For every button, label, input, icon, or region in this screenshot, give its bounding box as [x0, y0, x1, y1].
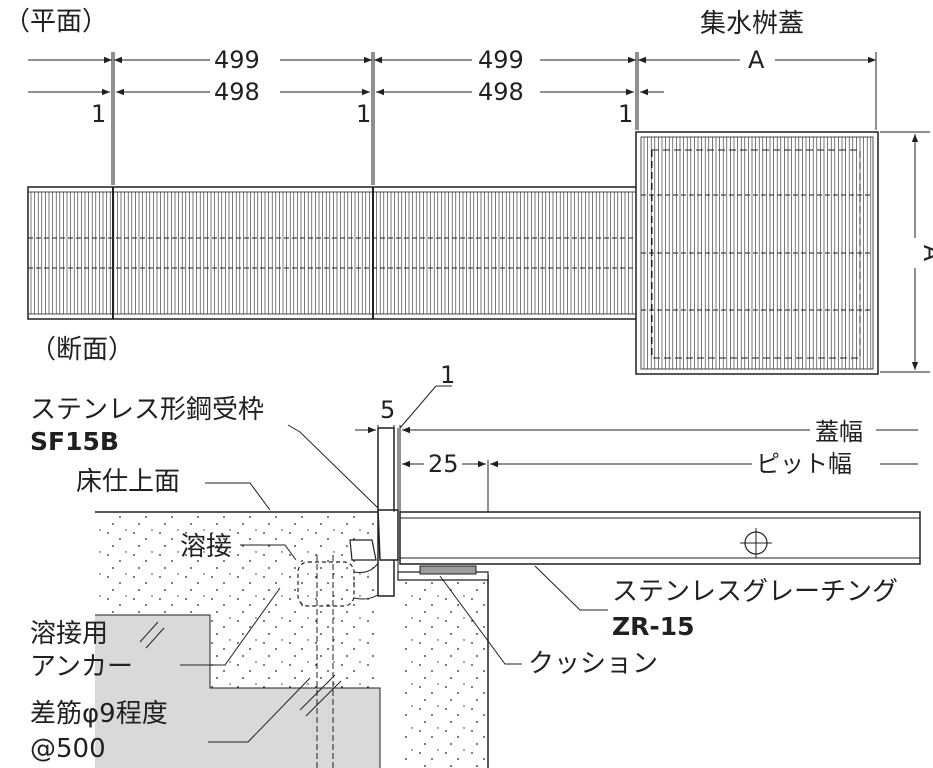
rebar-label-2: @500: [30, 734, 106, 764]
gap-1-second: 1: [356, 100, 371, 128]
grating-name-label: ステンレスグレーチング: [612, 577, 898, 607]
dimension-row-498: 498 498 1 1 1: [28, 78, 664, 128]
dim-offset-25: 25: [428, 450, 459, 478]
grating-section: [399, 511, 921, 565]
lid-width-label: 蓋幅: [815, 418, 863, 446]
catch-basin-cover-plan: [635, 131, 879, 375]
dim-gap-1: 1: [440, 361, 455, 389]
cushion-label: クッション: [528, 649, 658, 679]
catch-basin-cover-label: 集水桝蓋: [700, 9, 804, 39]
dimension-cover-height: A: [880, 131, 933, 373]
frame-name-label: ステンレス形鋼受枠: [30, 395, 264, 425]
floor-finish-label: 床仕上面: [76, 467, 180, 497]
dimension-row-499: 499 499 A: [28, 46, 876, 74]
dim-498-first: 498: [214, 78, 260, 106]
plan-view: （平面） 集水桝蓋 499 499 A 498 498 1 1: [4, 7, 933, 375]
gap-1-first: 1: [91, 100, 106, 128]
section-dimensions: 5 1 蓋幅 25 ピット幅: [355, 361, 918, 512]
concrete-body: [95, 511, 489, 768]
dim-cover-height: A: [918, 245, 933, 262]
section-labels: ステンレス形鋼受枠 SF15B 床仕上面 溶接 溶接用 アンカー 差筋φ9程度 …: [30, 395, 898, 764]
dim-498-second: 498: [478, 78, 524, 106]
rebar-label-1: 差筋φ9程度: [30, 699, 168, 729]
section-view: （断面）: [30, 335, 921, 768]
pit-width-label: ピット幅: [756, 450, 852, 478]
trench-grating-plan: [27, 186, 639, 320]
dim-cover-width: A: [748, 46, 765, 74]
dim-499-first: 499: [214, 46, 260, 74]
dim-frame-5: 5: [380, 396, 395, 424]
grating-code-label: ZR-15: [612, 612, 695, 641]
weld-anchor-label-1: 溶接用: [30, 619, 108, 649]
frame-code-label: SF15B: [30, 427, 119, 456]
cushion-pad: [419, 565, 477, 575]
gap-1-third: 1: [618, 100, 633, 128]
weld-anchor-label-2: アンカー: [30, 652, 133, 682]
plan-heading: （平面）: [4, 7, 108, 37]
section-heading: （断面）: [30, 335, 134, 365]
dim-499-second: 499: [478, 46, 524, 74]
weld-label: 溶接: [180, 532, 232, 562]
